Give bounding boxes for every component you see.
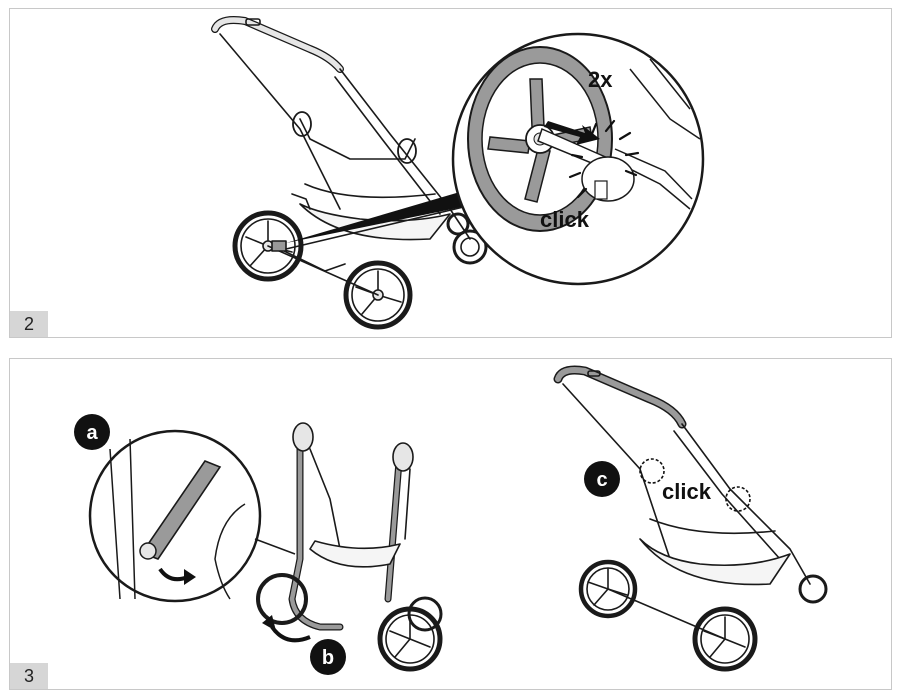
stroller-unfold-illustration: a b bbox=[74, 365, 828, 675]
step-3-panel: a b bbox=[9, 358, 892, 690]
step-number: 2 bbox=[10, 311, 48, 337]
step-b-badge bbox=[310, 639, 346, 675]
click-label-step3: click bbox=[662, 479, 712, 504]
step-c-label: c bbox=[596, 469, 607, 491]
latch-detail-zoom bbox=[88, 429, 262, 603]
step-b-label: b bbox=[322, 647, 334, 669]
click-label: click bbox=[540, 207, 590, 232]
step-2-panel: 2x click 2 bbox=[9, 8, 892, 338]
step-a-badge bbox=[74, 414, 110, 450]
step-c-badge bbox=[584, 461, 620, 497]
step-a-label: a bbox=[86, 422, 98, 444]
stroller-wheel-attach-illustration: 2x click bbox=[211, 16, 705, 330]
count-label: 2x bbox=[588, 67, 613, 92]
step-number: 3 bbox=[10, 663, 48, 689]
wheel-detail-zoom bbox=[451, 32, 705, 286]
